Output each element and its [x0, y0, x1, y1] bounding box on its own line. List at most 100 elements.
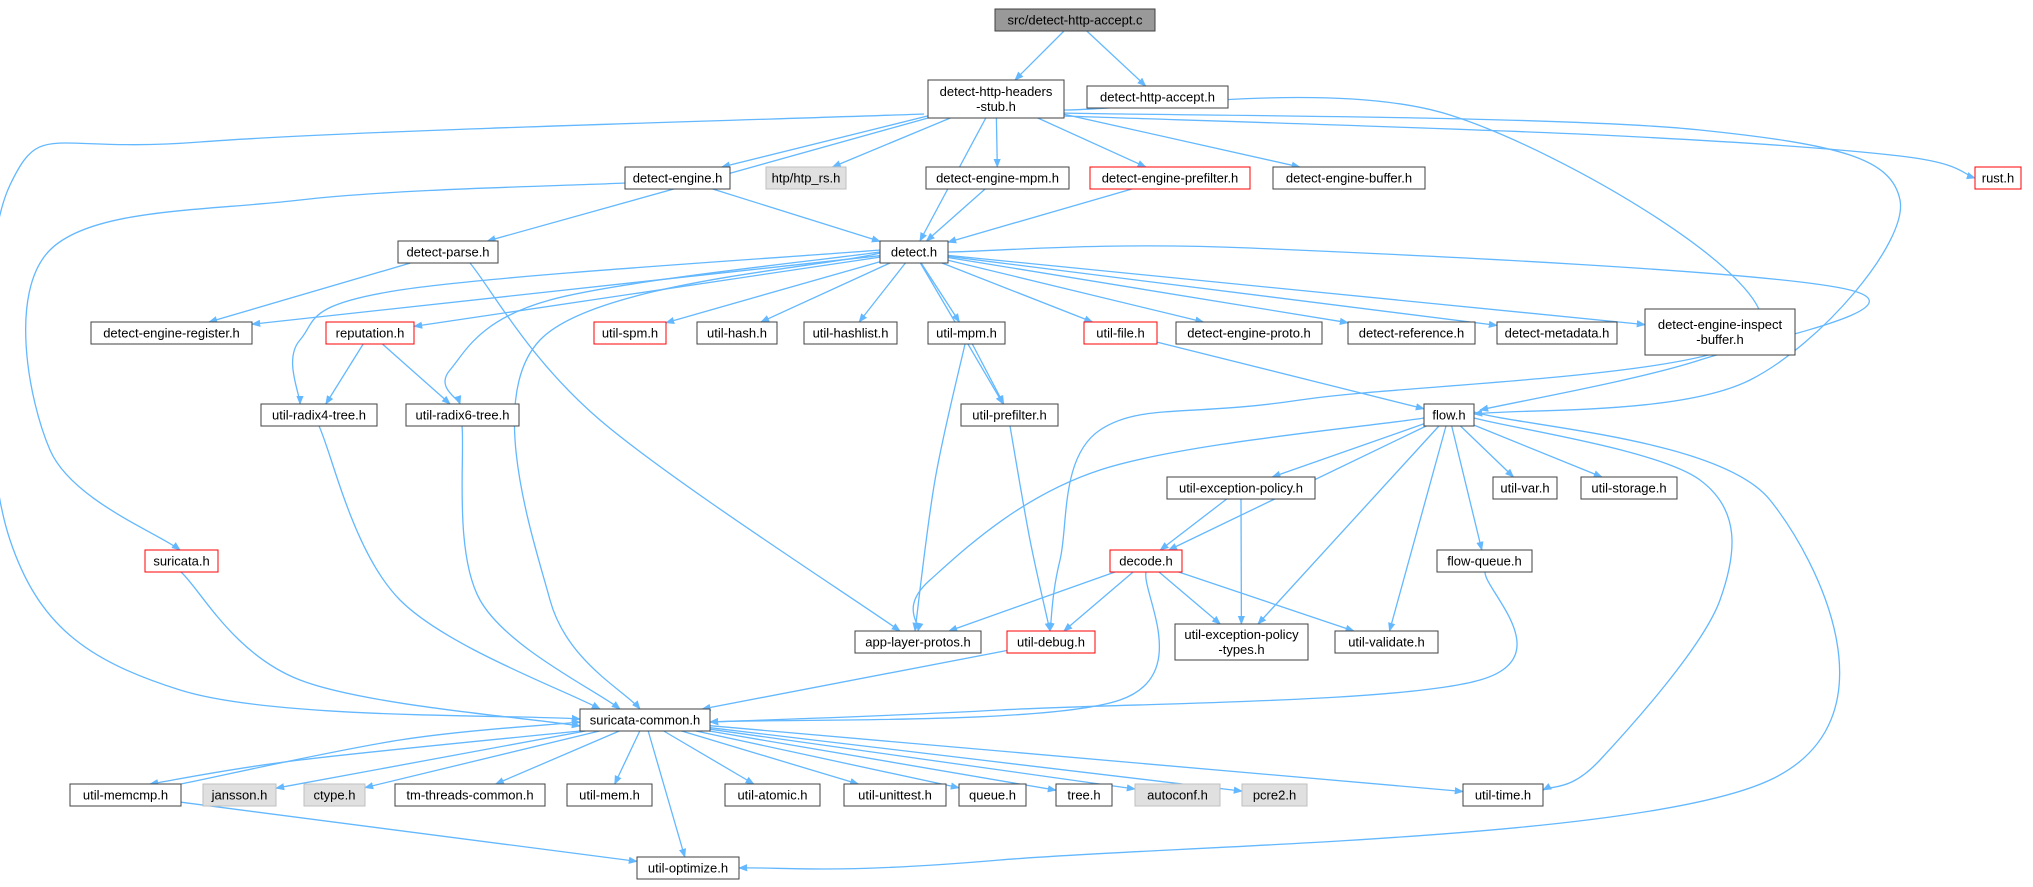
edge-root-to-stub: [1014, 30, 1065, 81]
node-label-reference: detect-reference.h: [1359, 326, 1465, 341]
node-register[interactable]: detect-engine-register.h: [90, 321, 253, 345]
edge-detect-to-radix6: [444, 251, 881, 405]
node-reference[interactable]: detect-reference.h: [1347, 321, 1476, 345]
node-label-radix6: util-radix6-tree.h: [416, 408, 510, 423]
node-box-register: [90, 321, 253, 345]
node-memcmp[interactable]: util-memcmp.h: [69, 783, 182, 807]
node-label-inspect: detect-engine-inspect: [1658, 317, 1783, 332]
node-uprefilter[interactable]: util-prefilter.h: [960, 403, 1059, 427]
node-spm[interactable]: util-spm.h: [593, 321, 667, 345]
node-prefilter[interactable]: detect-engine-prefilter.h: [1089, 166, 1251, 190]
node-hashlist[interactable]: util-hashlist.h: [803, 321, 898, 345]
edge-stub-to-htprs: [831, 117, 951, 168]
edge-root-to-accept: [1086, 30, 1147, 87]
node-accept[interactable]: detect-http-accept.h: [1086, 85, 1229, 109]
node-box-inspect: [1644, 308, 1796, 356]
edge-file-to-flow: [1156, 341, 1425, 411]
node-alp[interactable]: app-layer-protos.h: [854, 630, 982, 654]
node-time[interactable]: util-time.h: [1462, 783, 1544, 807]
node-label-mem: util-mem.h: [579, 788, 640, 803]
node-box-queue: [958, 783, 1027, 807]
node-jansson[interactable]: jansson.h: [202, 783, 277, 807]
node-ctype[interactable]: ctype.h: [303, 783, 366, 807]
node-label-ctype: ctype.h: [314, 788, 356, 803]
node-atomic[interactable]: util-atomic.h: [724, 783, 821, 807]
node-radix4[interactable]: util-radix4-tree.h: [260, 403, 378, 427]
node-label-optimize: util-optimize.h: [648, 861, 728, 876]
node-unittest[interactable]: util-unittest.h: [843, 783, 947, 807]
node-common[interactable]: suricata-common.h: [579, 708, 711, 732]
node-engine[interactable]: detect-engine.h: [624, 166, 731, 190]
node-reputation[interactable]: reputation.h: [325, 321, 415, 345]
node-box-pcre2: [1241, 783, 1308, 807]
node-label-parse: detect-parse.h: [406, 245, 489, 260]
node-parse[interactable]: detect-parse.h: [397, 240, 499, 264]
edge-common-to-optimize: [647, 730, 687, 858]
edge-common-to-jansson: [275, 730, 586, 791]
edge-detect-to-hash: [760, 262, 891, 323]
node-label-flowqueue: flow-queue.h: [1447, 554, 1521, 569]
node-label-htprs: htp/htp_rs.h: [772, 171, 841, 186]
node-flow[interactable]: flow.h: [1423, 403, 1475, 427]
node-box-storage: [1580, 476, 1678, 500]
node-queue[interactable]: queue.h: [958, 783, 1027, 807]
node-label-excpoltypes: util-exception-policy: [1184, 627, 1299, 642]
node-debug[interactable]: util-debug.h: [1006, 630, 1096, 654]
node-file[interactable]: util-file.h: [1083, 321, 1158, 345]
node-tree[interactable]: tree.h: [1055, 783, 1113, 807]
node-box-jansson: [202, 783, 277, 807]
node-label-engine: detect-engine.h: [633, 171, 723, 186]
edge-common-to-autoconf: [709, 728, 1136, 792]
node-autoconf[interactable]: autoconf.h: [1134, 783, 1221, 807]
edge-uprefilter-to-debug: [1009, 425, 1052, 632]
node-detect[interactable]: detect.h: [879, 240, 949, 264]
node-htprs[interactable]: htp/htp_rs.h: [765, 166, 847, 190]
node-mpmh[interactable]: detect-engine-mpm.h: [925, 166, 1070, 190]
node-rust[interactable]: rust.h: [1974, 166, 2022, 190]
node-optimize[interactable]: util-optimize.h: [636, 856, 740, 880]
node-excpol[interactable]: util-exception-policy.h: [1166, 476, 1316, 500]
node-label-hash: util-hash.h: [707, 326, 767, 341]
node-radix6[interactable]: util-radix6-tree.h: [405, 403, 520, 427]
node-umpm[interactable]: util-mpm.h: [927, 321, 1006, 345]
node-validate[interactable]: util-validate.h: [1334, 630, 1439, 654]
node-proto[interactable]: detect-engine-proto.h: [1175, 321, 1323, 345]
edge-detect-to-umpm: [920, 262, 960, 323]
edge-flow-to-excpol: [1271, 423, 1425, 478]
node-excpoltypes[interactable]: util-exception-policy-types.h: [1174, 623, 1309, 661]
edge-detect-to-file: [941, 262, 1094, 323]
edge-common-to-ctype: [364, 730, 600, 790]
node-box-excpoltypes: [1174, 623, 1309, 661]
node-box-reference: [1347, 321, 1476, 345]
edge-detect-to-reputation: [413, 256, 881, 329]
node-suricata[interactable]: suricata.h: [144, 549, 219, 573]
node-decode[interactable]: decode.h: [1109, 549, 1183, 573]
node-buffer[interactable]: detect-engine-buffer.h: [1272, 166, 1426, 190]
node-mem[interactable]: util-mem.h: [566, 783, 653, 807]
node-stub[interactable]: detect-http-headers-stub.h: [927, 79, 1065, 119]
node-flowqueue[interactable]: flow-queue.h: [1436, 549, 1533, 573]
node-label-spm: util-spm.h: [602, 326, 658, 341]
node-label-excpoltypes: -types.h: [1218, 642, 1264, 657]
edge-stub-to-mpmh: [993, 117, 1001, 168]
node-root[interactable]: src/detect-http-accept.c: [994, 8, 1156, 32]
edge-common-to-tmthreads: [494, 730, 620, 785]
node-storage[interactable]: util-storage.h: [1580, 476, 1678, 500]
node-box-mpmh: [925, 166, 1070, 190]
node-uvar[interactable]: util-var.h: [1492, 476, 1558, 500]
node-hash[interactable]: util-hash.h: [696, 321, 778, 345]
edge-flowqueue-to-common: [709, 571, 1518, 726]
node-box-radix6: [405, 403, 520, 427]
node-label-common: suricata-common.h: [590, 713, 701, 728]
node-tmthreads[interactable]: tm-threads-common.h: [394, 783, 546, 807]
node-label-stub: -stub.h: [976, 99, 1016, 114]
node-inspect[interactable]: detect-engine-inspect-buffer.h: [1644, 308, 1796, 356]
edge-common-to-queue: [695, 730, 960, 790]
node-pcre2[interactable]: pcre2.h: [1241, 783, 1308, 807]
edge-flow-to-optimize: [738, 411, 1841, 872]
node-box-spm: [593, 321, 667, 345]
edge-detect-to-radix4: [291, 249, 881, 405]
edge-radix4-to-common: [318, 425, 601, 710]
edge-prefilter-to-detect: [947, 188, 1133, 244]
node-metadata[interactable]: detect-metadata.h: [1496, 321, 1618, 345]
